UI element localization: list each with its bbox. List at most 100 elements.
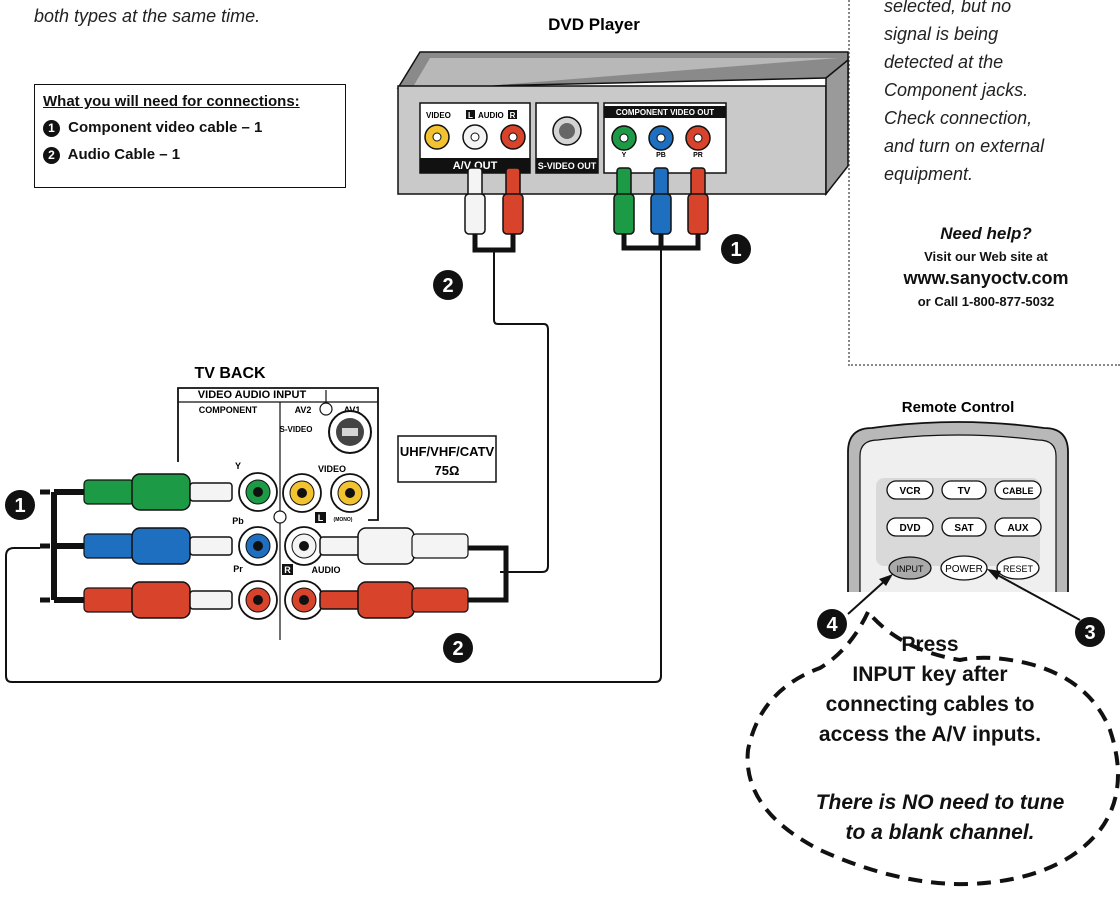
red-plug bbox=[83, 581, 233, 619]
remote-button-label: AUX bbox=[1007, 523, 1028, 534]
dvd-av-out-label: A/V OUT bbox=[453, 160, 498, 172]
instruction-bubble bbox=[745, 608, 1120, 887]
tv-y-label: Y bbox=[235, 461, 241, 471]
dvd-video-label: VIDEO bbox=[426, 111, 451, 120]
remote-button-label: SAT bbox=[954, 523, 973, 534]
dvd-y-jack bbox=[611, 125, 637, 151]
remote-button-label: CABLE bbox=[1003, 486, 1034, 496]
tv-pr-jack bbox=[238, 580, 278, 620]
remote-button-reset[interactable]: RESET bbox=[996, 556, 1040, 580]
sidebar-note: selected, but no signal is being detecte… bbox=[884, 0, 1114, 188]
tv-y-jack bbox=[238, 472, 278, 512]
needs-item-label: Audio Cable – 1 bbox=[67, 146, 181, 163]
note-line: signal is being bbox=[884, 24, 999, 44]
bubble-note: There is NO need to tune to a blank chan… bbox=[780, 788, 1100, 848]
remote-button-label: RESET bbox=[1003, 564, 1034, 574]
remote-button-input[interactable]: INPUT bbox=[888, 556, 932, 580]
bubble-instructions: Press INPUT key after connecting cables … bbox=[780, 630, 1080, 750]
tv-mono-label: (MONO) bbox=[334, 517, 353, 523]
remote-title: Remote Control bbox=[902, 399, 1015, 416]
component-cable bbox=[5, 234, 701, 683]
tv-audio-label: AUDIO bbox=[312, 565, 341, 575]
remote-button-sat[interactable]: SAT bbox=[941, 517, 987, 537]
remote-button-tv[interactable]: TV bbox=[941, 480, 987, 500]
remote-button-vcr[interactable]: VCR bbox=[886, 480, 934, 500]
note-line: Check connection, bbox=[884, 108, 1033, 128]
step-number: 1 bbox=[14, 495, 25, 517]
bubble-line: access the A/V inputs. bbox=[818, 723, 1042, 746]
remote-button-label: TV bbox=[958, 486, 971, 497]
tv-av1-label: AV1 bbox=[344, 405, 361, 415]
step-badge-3: 3 bbox=[1075, 617, 1105, 647]
remote-button-label: DVD bbox=[899, 523, 920, 534]
step-number: 2 bbox=[452, 638, 463, 660]
step-number: 2 bbox=[442, 275, 453, 297]
help-section: Need help? Visit our Web site at www.san… bbox=[850, 224, 1120, 309]
blue-plug bbox=[83, 527, 233, 565]
antenna-label: UHF/VHF/CATV 75Ω bbox=[397, 435, 497, 483]
needs-item: 1 Component video cable – 1 bbox=[43, 119, 337, 137]
tv-pb-label: Pb bbox=[232, 516, 244, 526]
tv-component-label: COMPONENT bbox=[199, 405, 258, 415]
tv-av2-video-jack bbox=[282, 473, 322, 513]
tv-pr-label: Pr bbox=[233, 564, 243, 574]
tv-audio-l: L bbox=[318, 513, 324, 523]
antenna-label-line2: 75Ω bbox=[435, 463, 460, 478]
dvd-component-plugs bbox=[613, 167, 709, 235]
bubble-line: INPUT key after bbox=[852, 663, 1008, 686]
tv-panel-title: VIDEO AUDIO INPUT bbox=[198, 389, 307, 401]
step-number: 1 bbox=[43, 120, 60, 137]
arrow-to-input bbox=[847, 574, 893, 615]
dvd-pr-label: PR bbox=[693, 152, 703, 159]
step-badge-1-dvd: 1 bbox=[721, 234, 751, 264]
intro-text: both types at the same time. bbox=[34, 6, 261, 26]
note-line: selected, but no bbox=[884, 0, 1012, 16]
tv-back-panel: VIDEO AUDIO INPUT COMPONENT AV2 AV1 S-VI… bbox=[177, 387, 379, 640]
dvd-svideo-label: S-VIDEO OUT bbox=[538, 161, 597, 171]
needs-item-label: Component video cable – 1 bbox=[68, 119, 263, 136]
dvd-y-label: Y bbox=[622, 152, 627, 159]
dvd-player-title: DVD Player bbox=[548, 15, 640, 34]
step-number: 3 bbox=[1084, 622, 1095, 644]
tv-audio-r: R bbox=[284, 565, 291, 575]
audio-plug-bundle bbox=[319, 527, 469, 619]
dvd-audio-label: AUDIO bbox=[478, 111, 504, 120]
remote-button-label: POWER bbox=[945, 564, 983, 575]
tv-video-label: VIDEO bbox=[318, 464, 346, 474]
red-audio-plug bbox=[319, 581, 469, 619]
remote-button-label: VCR bbox=[899, 486, 921, 497]
help-line: Visit our Web site at bbox=[924, 249, 1048, 264]
needs-box: What you will need for connections: 1 Co… bbox=[34, 84, 346, 188]
step-number: 2 bbox=[43, 147, 60, 164]
tv-audio-right-jack bbox=[284, 580, 324, 620]
step-badge-1-tv: 1 bbox=[5, 490, 35, 520]
dvd-audio-plugs bbox=[464, 167, 524, 235]
tv-svideo-jack bbox=[328, 410, 372, 454]
dvd-svideo-jack bbox=[552, 116, 582, 146]
remote-button-dvd[interactable]: DVD bbox=[886, 517, 934, 537]
step-badge-4: 4 bbox=[817, 609, 847, 639]
dvd-audio-l: L bbox=[468, 111, 473, 120]
tv-av1-video-jack bbox=[330, 473, 370, 513]
tv-av2-label: AV2 bbox=[295, 405, 312, 415]
remote-button-power[interactable]: POWER bbox=[940, 555, 988, 581]
note-line: Component jacks. bbox=[884, 80, 1029, 100]
help-url-link[interactable]: www.sanyoctv.com bbox=[903, 268, 1069, 288]
tv-svideo-label: S-VIDEO bbox=[280, 425, 313, 434]
dvd-audio-r: R bbox=[510, 111, 516, 120]
dvd-pb-label: PB bbox=[656, 152, 666, 159]
note-line: equipment. bbox=[884, 164, 974, 184]
audio-cable bbox=[472, 234, 549, 573]
antenna-label-line1: UHF/VHF/CATV bbox=[400, 444, 495, 459]
step-badge-2-tv: 2 bbox=[443, 633, 473, 663]
remote-button-aux[interactable]: AUX bbox=[994, 517, 1042, 537]
note-line: detected at the bbox=[884, 52, 1004, 72]
tv-back-title: TV BACK bbox=[194, 365, 266, 382]
green-plug bbox=[83, 473, 233, 511]
needs-title: What you will need for connections: bbox=[43, 93, 300, 110]
arrow-to-power bbox=[987, 569, 1081, 621]
tv-pb-jack bbox=[238, 526, 278, 566]
remote-button-cable[interactable]: CABLE bbox=[994, 480, 1042, 500]
